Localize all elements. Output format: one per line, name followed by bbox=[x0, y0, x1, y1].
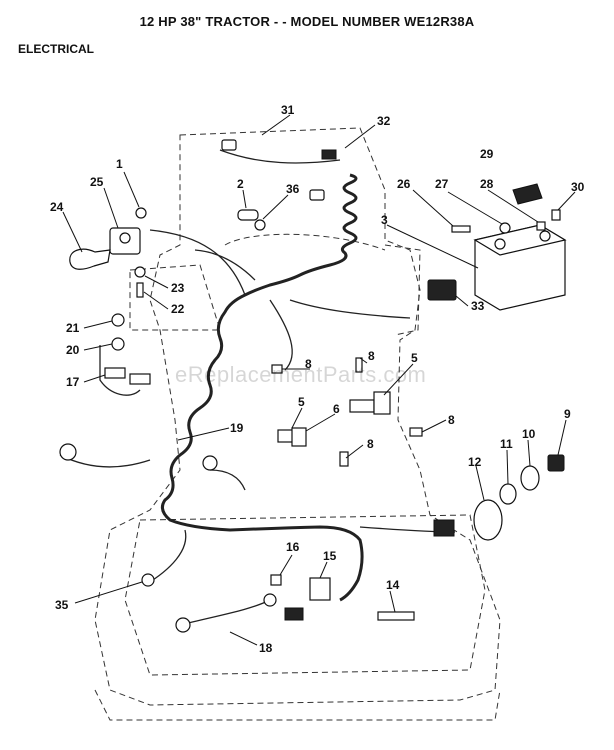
bezel-10 bbox=[520, 465, 540, 491]
callout-32: 32 bbox=[377, 114, 391, 128]
callout-12: 12 bbox=[468, 455, 482, 469]
callout-23: 23 bbox=[171, 281, 185, 295]
nut-1 bbox=[135, 207, 147, 219]
wire-clip-17b bbox=[129, 373, 151, 385]
section-label: ELECTRICAL bbox=[18, 42, 94, 56]
ring-terminal-36 bbox=[254, 219, 266, 231]
bolt-22 bbox=[136, 282, 144, 298]
connector-31 bbox=[221, 139, 237, 151]
callout-30: 30 bbox=[571, 180, 585, 194]
callout-27: 27 bbox=[435, 177, 449, 191]
switch-33 bbox=[427, 279, 457, 301]
callout-labels: 31 32 1 25 24 2 36 29 26 27 28 30 3 23 2… bbox=[50, 103, 585, 655]
callout-15: 15 bbox=[323, 549, 337, 563]
decal-14 bbox=[377, 611, 415, 621]
callout-29: 29 bbox=[480, 147, 494, 161]
callout-20: 20 bbox=[66, 343, 80, 357]
safety-switch-5 bbox=[373, 391, 391, 415]
callout-11: 11 bbox=[500, 437, 513, 451]
safety-switch-6 bbox=[291, 427, 307, 447]
bolt-8b bbox=[355, 357, 363, 373]
ignition-switch-12 bbox=[473, 499, 503, 541]
callout-2: 2 bbox=[237, 177, 244, 191]
leader-lines bbox=[62, 114, 576, 646]
callout-24: 24 bbox=[50, 200, 64, 214]
callout-1: 1 bbox=[116, 157, 123, 171]
callout-9: 9 bbox=[564, 407, 571, 421]
callout-18: 18 bbox=[259, 641, 273, 655]
ignition-plug bbox=[433, 519, 455, 537]
ring-terminal-18 bbox=[175, 617, 191, 633]
callout-10: 10 bbox=[522, 427, 536, 441]
callout-8b: 8 bbox=[368, 349, 375, 363]
ring-terminal-left bbox=[59, 443, 77, 461]
watermark-text: eReplacementParts.com bbox=[175, 362, 427, 387]
battery-post-pos bbox=[494, 238, 506, 250]
washer-23 bbox=[134, 266, 146, 278]
key-9 bbox=[547, 454, 565, 472]
battery-pad-29 bbox=[512, 183, 543, 205]
callout-21: 21 bbox=[66, 321, 80, 335]
callout-16: 16 bbox=[286, 540, 300, 554]
connector-32 bbox=[321, 149, 337, 160]
callout-14: 14 bbox=[386, 578, 400, 592]
callout-17: 17 bbox=[66, 375, 80, 389]
bolt-8d bbox=[409, 427, 423, 437]
parts bbox=[59, 139, 567, 633]
nut-20 bbox=[111, 337, 125, 351]
callout-8d: 8 bbox=[367, 437, 374, 451]
wire-harness-coil bbox=[160, 173, 364, 602]
callout-8a: 8 bbox=[305, 357, 312, 371]
nut-28 bbox=[536, 221, 546, 231]
nut-16 bbox=[270, 574, 282, 586]
nut-11 bbox=[499, 483, 517, 505]
cap-30 bbox=[551, 209, 561, 221]
plug-15 bbox=[284, 607, 304, 621]
callout-36: 36 bbox=[286, 182, 300, 196]
solenoid-post bbox=[119, 232, 131, 244]
callout-28: 28 bbox=[480, 177, 494, 191]
callout-26: 26 bbox=[397, 177, 411, 191]
diagram-title: 12 HP 38" TRACTOR - - MODEL NUMBER WE12R… bbox=[139, 14, 475, 29]
callout-33: 33 bbox=[471, 299, 485, 313]
callout-22: 22 bbox=[171, 302, 185, 316]
terminal-27 bbox=[499, 222, 511, 234]
callout-8c: 8 bbox=[448, 413, 455, 427]
bolt-8c bbox=[339, 451, 349, 467]
ring-terminal-35 bbox=[141, 573, 155, 587]
bolt-26 bbox=[451, 225, 471, 233]
callout-5b: 5 bbox=[298, 395, 305, 409]
callout-5a: 5 bbox=[411, 351, 418, 365]
callout-19: 19 bbox=[230, 421, 244, 435]
tractor-outline bbox=[94, 127, 501, 721]
callout-25: 25 bbox=[90, 175, 104, 189]
washer-21 bbox=[111, 313, 125, 327]
wire-clip-17a bbox=[104, 367, 126, 379]
wire-terminal-2 bbox=[237, 209, 259, 221]
connector-36 bbox=[309, 189, 325, 201]
callout-3: 3 bbox=[381, 213, 388, 227]
ring-terminal-mid bbox=[202, 455, 218, 471]
callout-35: 35 bbox=[55, 598, 69, 612]
callout-6: 6 bbox=[333, 402, 340, 416]
bracket-5b bbox=[349, 399, 375, 413]
seat-switch-15 bbox=[309, 577, 331, 601]
battery-post-neg bbox=[539, 230, 551, 242]
terminal-boot-24 bbox=[69, 248, 111, 270]
ring-terminal-seat bbox=[263, 593, 277, 607]
callout-31: 31 bbox=[281, 103, 295, 117]
